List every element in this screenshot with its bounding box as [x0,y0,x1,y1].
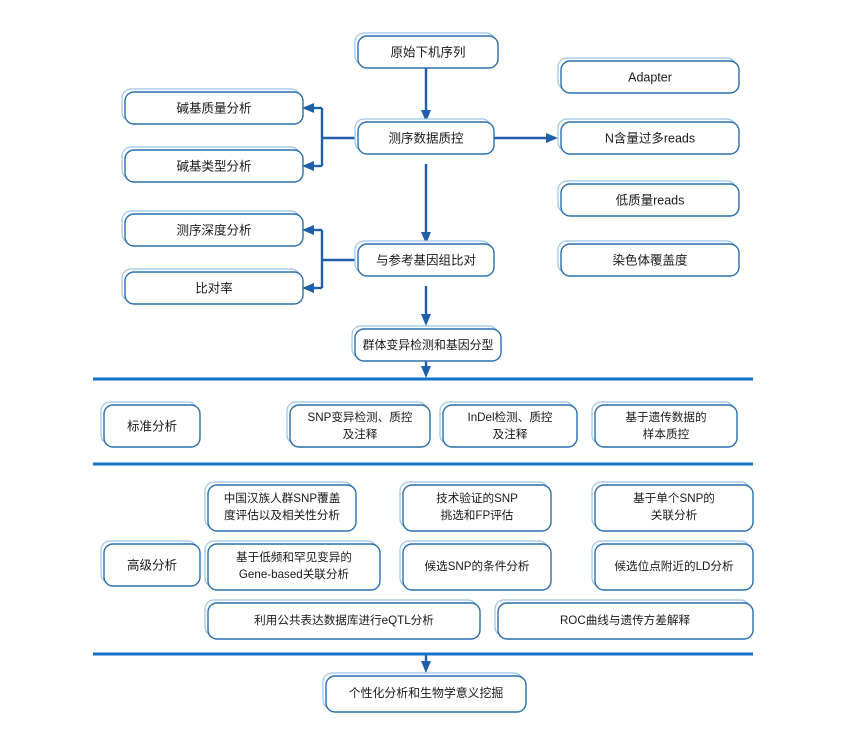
arrowhead-qc-to-align [421,232,431,244]
node-standard-item-sample-qc[interactable]: 基于遗传数据的 样本质控 [591,401,738,448]
node-inner-shape [594,543,754,591]
node-label: 标准分析 [127,419,177,433]
node-inner-shape [497,602,754,640]
arrowhead-raw-to-qc [421,110,431,122]
node-label: 个性化分析和生物学意义挖掘 [349,686,504,700]
section-dividers [93,377,753,656]
node-inner-shape [207,543,381,591]
node-inner-shape [560,60,740,94]
node-label: 测序数据质控 [388,130,464,145]
node-inner-shape [103,543,201,587]
node-inner-shape [325,675,527,713]
node-label: 染色体覆盖度 [612,252,688,267]
node-label-line2: 及注释 [493,427,528,441]
node-label: 比对率 [195,280,233,295]
node-inner-shape [357,35,499,69]
node-inner-shape [560,183,740,217]
node-label-line1: 基于低频和罕见变异的 [236,550,352,564]
label-standard-analysis[interactable]: 标准分析 [100,401,201,448]
arrowhead-align-to-variant [421,314,431,326]
node-label: 原始下机序列 [390,44,465,59]
node-inner-shape [124,213,304,247]
node-label-line1: 基于单个SNP的 [633,491,715,505]
node-inner-shape [560,243,740,277]
node-label-line1: InDel检测、质控 [467,410,552,424]
node-label-line1: 中国汉族人群SNP覆盖 [224,491,341,505]
node-label-line1: SNP变异检测、质控 [308,410,413,424]
node-label-line2: 挑选和FP评估 [441,508,514,522]
node-label-line2: Gene-based关联分析 [239,567,350,581]
node-label-line1: 技术验证的SNP [436,491,518,505]
node-advanced-r1c3[interactable]: 基于单个SNP的 关联分析 [591,481,754,532]
node-inner-shape [103,404,201,448]
node-label: 测序深度分析 [176,222,251,237]
label-advanced-analysis[interactable]: 高级分析 [100,540,201,587]
node-label-line2: 关联分析 [651,508,698,522]
arrowhead-variant-to-divider [421,366,431,378]
node-label: N含量过多reads [605,130,695,145]
arrowhead-to-depth [302,225,314,235]
node-depth-analysis[interactable]: 测序深度分析 [121,210,304,247]
node-label-line1: ROC曲线与遗传方差解释 [560,613,691,627]
node-base-quality[interactable]: 碱基质量分析 [121,88,304,125]
node-label: 高级分析 [127,557,177,572]
node-inner-shape [402,484,552,532]
node-raw-sequence[interactable]: 原始下机序列 [354,32,499,69]
node-label-line2: 度评估以及相关性分析 [224,508,340,522]
node-inner-shape [289,404,431,448]
node-label: 碱基质量分析 [176,101,251,115]
node-inner-shape [124,91,304,125]
node-inner-shape [560,121,740,155]
node-inner-shape [354,328,502,362]
node-advanced-r1c2[interactable]: 技术验证的SNP 挑选和FP评估 [399,481,552,532]
node-label: 与参考基因组比对 [376,252,476,267]
node-label-line1: 候选位点附近的LD分析 [614,559,734,573]
node-adapter[interactable]: Adapter [557,57,740,94]
node-align-reference[interactable]: 与参考基因组比对 [354,240,495,277]
node-standard-item-indel[interactable]: InDel检测、质控 及注释 [439,401,578,448]
node-inner-shape [594,404,738,448]
node-data-qc[interactable]: 测序数据质控 [354,118,495,155]
node-align-rate[interactable]: 比对率 [121,268,304,305]
connectors [302,67,558,673]
node-advanced-r2c1[interactable]: 基于低频和罕见变异的 Gene-based关联分析 [204,540,381,591]
node-inner-shape [402,543,552,591]
node-label-line2: 样本质控 [643,427,690,441]
node-advanced-r3c2[interactable]: ROC曲线与遗传方差解释 [494,599,754,640]
arrowhead-qc-to-nreads [546,133,558,143]
node-label: 群体变异检测和基因分型 [363,338,494,352]
node-inner-shape [594,484,754,532]
arrowhead-to-align-rate [302,283,314,293]
arrowhead-to-base-quality [302,103,314,113]
node-label-line1: 基于遗传数据的 [625,410,706,424]
node-inner-shape [207,602,481,640]
node-advanced-r2c3[interactable]: 候选位点附近的LD分析 [591,540,754,591]
node-low-quality-reads[interactable]: 低质量reads [557,180,740,217]
node-inner-shape [357,243,495,277]
node-label-line1: 利用公共表达数据库进行eQTL分析 [254,613,434,627]
node-label-line2: 及注释 [343,427,378,441]
node-advanced-r1c1[interactable]: 中国汉族人群SNP覆盖 度评估以及相关性分析 [204,481,357,532]
node-inner-shape [124,271,304,305]
node-inner-shape [442,404,578,448]
node-variant-calling[interactable]: 群体变异检测和基因分型 [351,325,502,362]
node-label: 碱基类型分析 [176,159,251,173]
node-advanced-r2c2[interactable]: 候选SNP的条件分析 [399,540,552,591]
node-label: 低质量reads [616,193,685,207]
node-label-line1: 候选SNP的条件分析 [425,559,530,573]
node-base-type[interactable]: 碱基类型分析 [121,146,304,183]
node-inner-shape [357,121,495,155]
node-chromosome-coverage[interactable]: 染色体覆盖度 [557,240,740,277]
node-n-content-reads[interactable]: N含量过多reads [557,118,740,155]
node-inner-shape [207,484,357,532]
arrowhead-divider-to-final [421,661,431,673]
node-label: Adapter [628,70,672,84]
node-advanced-r3c1[interactable]: 利用公共表达数据库进行eQTL分析 [204,599,481,640]
node-standard-item-snp[interactable]: SNP变异检测、质控 及注释 [286,401,431,448]
node-inner-shape [124,149,304,183]
arrowhead-to-base-type [302,161,314,171]
node-final-personalized-analysis[interactable]: 个性化分析和生物学意义挖掘 [322,672,527,713]
